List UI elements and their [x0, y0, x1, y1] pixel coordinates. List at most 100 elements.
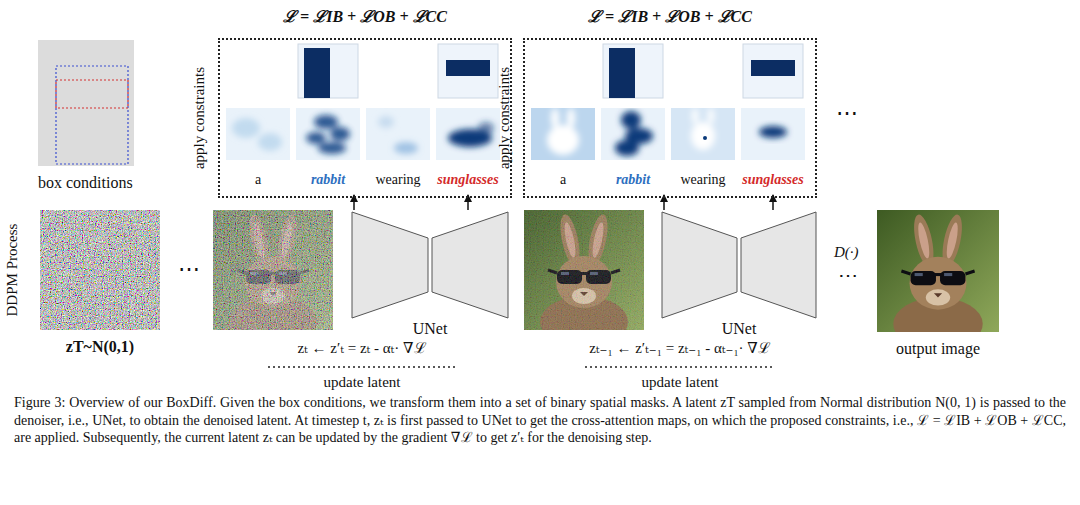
illustration-part	[671, 108, 735, 160]
rotated-label-holder: apply constraints	[495, 40, 515, 196]
illustration-part	[547, 108, 579, 155]
unet-label: UNet	[722, 320, 757, 338]
unet-shape	[352, 212, 816, 318]
decoder-label: D(·)	[834, 244, 859, 261]
illustration-part	[432, 212, 508, 318]
illustration-part	[692, 108, 698, 124]
illustration-part	[603, 44, 663, 98]
illustration-part	[759, 126, 787, 138]
side-label: apply constraints	[496, 67, 513, 169]
illustration-part	[531, 108, 595, 160]
illustration-part	[621, 111, 641, 129]
side-label: apply constraints	[191, 67, 208, 169]
illustration-part	[306, 132, 326, 144]
rotated-label-holder: DDPM Process	[4, 205, 22, 335]
noisy-latent-image	[213, 210, 333, 348]
illustration-part	[446, 60, 490, 76]
illustration-part	[585, 366, 775, 368]
process-label: DDPM Process	[4, 224, 21, 317]
illustration-part	[56, 66, 128, 164]
illustration-part	[751, 60, 795, 76]
illustration-part	[743, 44, 803, 98]
illustration-part	[741, 108, 805, 160]
output-image: output image	[876, 210, 1000, 332]
illustration-part	[531, 108, 595, 160]
illustration-part	[438, 44, 498, 98]
step-label: update latent	[641, 374, 718, 391]
illustration-part	[213, 210, 333, 330]
illustration-part	[609, 48, 635, 98]
illustration-part	[226, 108, 290, 160]
unet-label: UNet	[413, 320, 448, 338]
constraint-panel: ℒ = ℒIB + ℒOB + ℒCCapply constraintsarab…	[523, 38, 817, 198]
token-label: wearing	[375, 172, 420, 188]
illustration-part	[478, 122, 494, 134]
illustration-part	[524, 210, 644, 348]
loss-formula: ℒ = ℒIB + ℒOB + ℒCC	[588, 8, 752, 26]
illustration-part	[296, 108, 360, 160]
illustration-part	[296, 108, 360, 160]
box-conditions-figure	[38, 40, 134, 166]
illustration-part	[56, 80, 128, 108]
illustration-part	[524, 210, 644, 330]
illustration-part	[703, 136, 707, 140]
illustration-part	[304, 48, 330, 98]
token-label: wearing	[680, 172, 725, 188]
attention-map: sunglasses	[739, 44, 807, 192]
token-label: sunglasses	[742, 172, 803, 188]
illustration-part	[226, 108, 290, 160]
attention-map: wearing	[669, 44, 737, 192]
illustration-part	[691, 122, 715, 150]
illustration-part	[378, 116, 418, 154]
token-label: rabbit	[311, 172, 345, 188]
rotated-label-holder: apply constraints	[190, 40, 210, 196]
illustration-part	[258, 133, 282, 151]
illustration-part	[213, 210, 333, 348]
update-formula: zₜ ← z′ₜ = zₜ - αₜ· ∇ℒ	[297, 340, 426, 357]
illustration-part	[306, 115, 350, 154]
illustration-part	[708, 108, 714, 124]
illustration-part	[318, 142, 346, 154]
illustration-part	[298, 44, 358, 98]
illustration-part	[615, 111, 653, 156]
attention-maps	[226, 108, 805, 160]
latent-label: zT~N(0,1)	[66, 338, 134, 356]
loss-formula: ℒ = ℒIB + ℒOB + ℒCC	[283, 8, 447, 26]
illustration-part	[691, 108, 715, 150]
output-picture	[877, 210, 999, 350]
illustration-part	[601, 108, 665, 160]
panel-label: box conditions	[38, 174, 133, 192]
illustration-part	[366, 108, 430, 160]
illustration-part	[601, 108, 665, 160]
illustration-part	[759, 126, 787, 138]
ellipsis: ⋯	[838, 264, 858, 287]
illustration-part	[378, 116, 394, 128]
noise-latent: zT~N(0,1)	[40, 210, 160, 330]
attention-map: rabbit	[599, 44, 667, 192]
illustration-part	[394, 142, 418, 154]
noise-image	[40, 210, 160, 330]
illustration-part	[436, 108, 500, 160]
illustration-part	[741, 212, 816, 318]
attention-map: rabbit	[294, 44, 362, 192]
illustration-part	[551, 108, 559, 128]
illustration-part	[330, 127, 350, 141]
illustration-part	[352, 212, 428, 318]
illustration-part	[615, 140, 639, 156]
illustration-part	[567, 108, 575, 128]
unet-block: UNet	[350, 210, 510, 320]
spatial-masks	[298, 44, 803, 98]
illustration-part	[671, 108, 735, 160]
illustration-part	[741, 108, 805, 160]
attention-map: sunglasses	[434, 44, 502, 192]
illustration-part	[38, 40, 134, 166]
step-label: update latent	[323, 374, 400, 391]
illustration-part	[232, 118, 282, 151]
illustration-part	[314, 115, 338, 129]
token-label: a	[255, 172, 261, 188]
attention-map: wearing	[364, 44, 432, 192]
illustration-part	[448, 122, 494, 147]
